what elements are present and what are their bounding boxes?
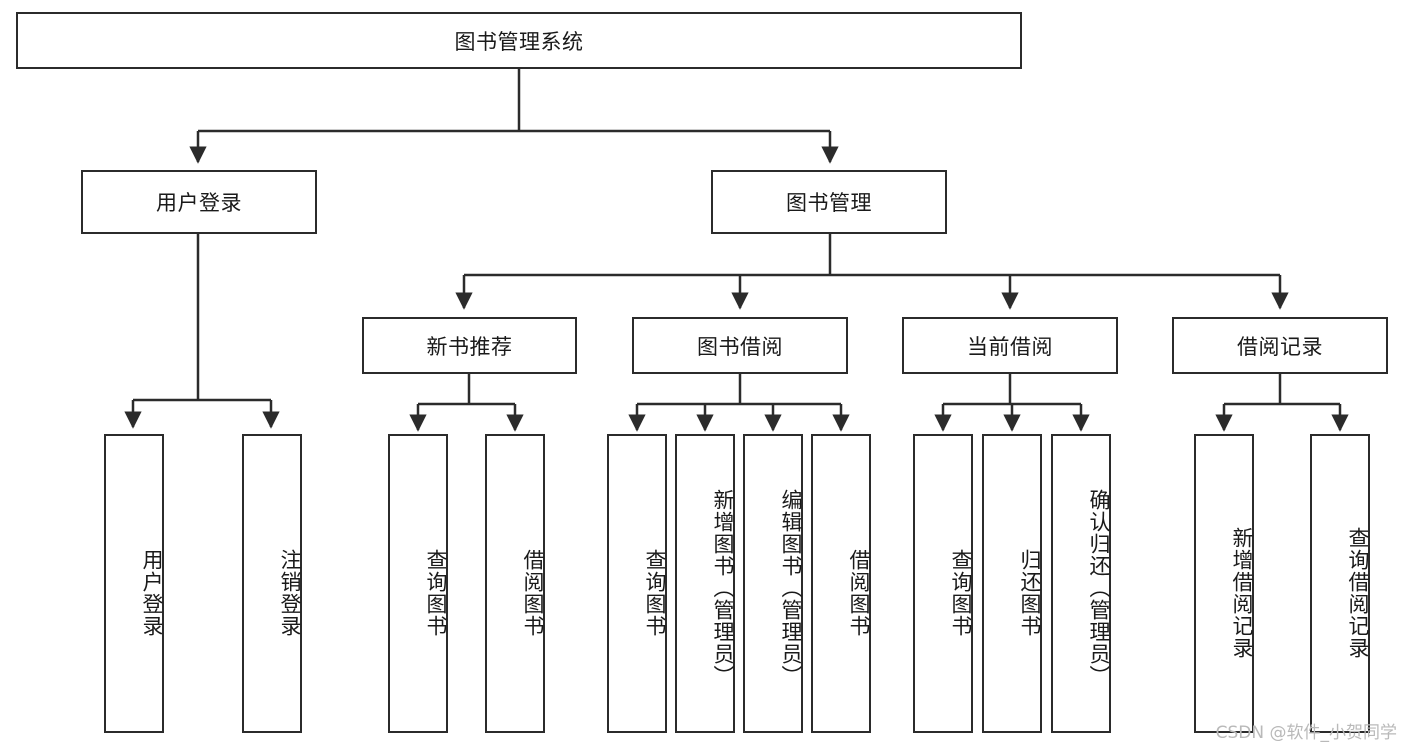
node-leaf-return-book[interactable]: 归还图书 (982, 434, 1042, 733)
node-label: 归还图书 (1018, 548, 1041, 637)
node-label: 用户登录 (140, 548, 163, 637)
node-label: 查询图书 (643, 548, 666, 637)
node-label: 确认归还（管理员） (1087, 488, 1110, 687)
node-label: 图书管理 (786, 192, 872, 215)
node-leaf-edit-book-admin[interactable]: 编辑图书（管理员） (743, 434, 803, 733)
node-label: 借阅记录 (1237, 335, 1323, 359)
node-leaf-user-login[interactable]: 用户登录 (104, 434, 164, 733)
node-label: 当前借阅 (967, 335, 1053, 359)
node-leaf-confirm-return-admin[interactable]: 确认归还（管理员） (1051, 434, 1111, 733)
node-leaf-query-book-borrow[interactable]: 查询图书 (607, 434, 667, 733)
node-user-login[interactable]: 用户登录 (81, 170, 317, 234)
node-label: 图书借阅 (697, 335, 783, 359)
node-current-borrow[interactable]: 当前借阅 (902, 317, 1118, 374)
node-new-book-recommend[interactable]: 新书推荐 (362, 317, 577, 374)
node-label: 借阅图书 (847, 548, 870, 637)
node-leaf-borrow-book[interactable]: 借阅图书 (811, 434, 871, 733)
node-label: 新增图书（管理员） (711, 488, 734, 687)
node-label: 图书管理系统 (454, 30, 584, 54)
node-label: 查询图书 (424, 548, 447, 637)
node-leaf-add-book-admin[interactable]: 新增图书（管理员） (675, 434, 735, 733)
node-book-management[interactable]: 图书管理 (711, 170, 947, 234)
node-label: 查询图书 (949, 548, 972, 637)
node-label: 借阅图书 (521, 548, 544, 637)
node-leaf-query-book-current[interactable]: 查询图书 (913, 434, 973, 733)
node-label: 编辑图书（管理员） (779, 488, 802, 687)
node-label: 查询借阅记录 (1346, 526, 1369, 659)
node-root-system[interactable]: 图书管理系统 (16, 12, 1022, 69)
node-leaf-add-borrow-record[interactable]: 新增借阅记录 (1194, 434, 1254, 733)
watermark-text: CSDN @软件_小贺同学 (1215, 723, 1397, 743)
node-label: 新增借阅记录 (1230, 526, 1253, 659)
node-leaf-user-logout[interactable]: 注销登录 (242, 434, 302, 733)
node-borrow-record[interactable]: 借阅记录 (1172, 317, 1388, 374)
node-book-borrow[interactable]: 图书借阅 (632, 317, 848, 374)
node-label: 用户登录 (156, 192, 242, 215)
node-leaf-query-borrow-record[interactable]: 查询借阅记录 (1310, 434, 1370, 733)
node-leaf-borrow-book-recommend[interactable]: 借阅图书 (485, 434, 545, 733)
node-leaf-query-book-recommend[interactable]: 查询图书 (388, 434, 448, 733)
node-label: 注销登录 (278, 548, 301, 637)
node-label: 新书推荐 (426, 335, 513, 359)
